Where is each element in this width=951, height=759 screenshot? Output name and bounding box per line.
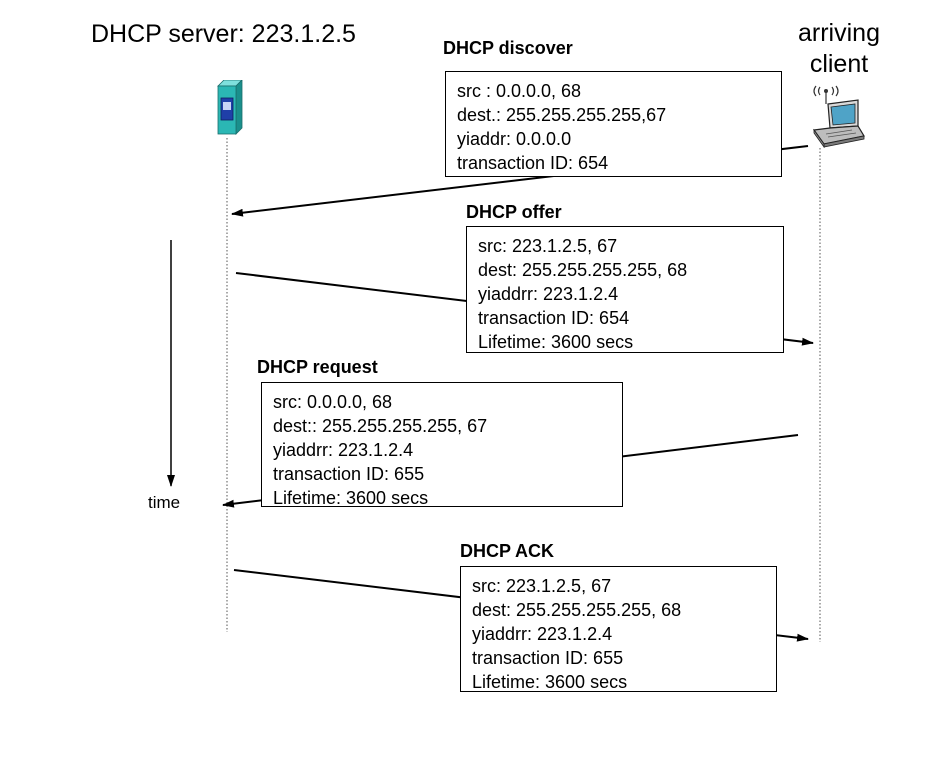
offer-dest: dest: 255.255.255.255, 68 bbox=[478, 260, 688, 280]
request-yiaddr: yiaddrr: 223.1.2.4 bbox=[273, 440, 414, 460]
offer-box: src: 223.1.2.5, 67 dest: 255.255.255.255… bbox=[466, 226, 784, 353]
offer-yiaddr: yiaddrr: 223.1.2.4 bbox=[478, 284, 619, 304]
request-title: DHCP request bbox=[257, 357, 378, 377]
request-src: src: 0.0.0.0, 68 bbox=[273, 392, 393, 412]
laptop-icon bbox=[812, 85, 865, 148]
offer-transaction-id: transaction ID: 654 bbox=[478, 308, 630, 328]
client-label: arriving client bbox=[784, 18, 894, 80]
discover-box: src : 0.0.0.0, 68 dest.: 255.255.255.255… bbox=[445, 71, 782, 177]
offer-lifetime: Lifetime: 3600 secs bbox=[478, 332, 634, 352]
request-box: src: 0.0.0.0, 68 dest:: 255.255.255.255,… bbox=[261, 382, 623, 508]
ack-title: DHCP ACK bbox=[460, 541, 555, 561]
request-lifetime: Lifetime: 3600 secs bbox=[273, 488, 429, 508]
discover-dest: dest.: 255.255.255.255,67 bbox=[457, 105, 667, 125]
discover-transaction-id: transaction ID: 654 bbox=[457, 153, 609, 173]
client-label-line2: client bbox=[809, 50, 869, 78]
ack-src: src: 223.1.2.5, 67 bbox=[472, 576, 612, 596]
ack-box: src: 223.1.2.5, 67 dest: 255.255.255.255… bbox=[460, 566, 777, 692]
ack-yiaddr: yiaddrr: 223.1.2.4 bbox=[472, 624, 613, 644]
ack-dest: dest: 255.255.255.255, 68 bbox=[472, 600, 682, 620]
time-label: time bbox=[148, 493, 181, 512]
offer-title: DHCP offer bbox=[466, 202, 562, 222]
offer-src: src: 223.1.2.5, 67 bbox=[478, 236, 618, 256]
request-transaction-id: transaction ID: 655 bbox=[273, 464, 425, 484]
server-title: DHCP server: 223.1.2.5 bbox=[91, 20, 356, 48]
discover-src: src : 0.0.0.0, 68 bbox=[457, 81, 582, 101]
request-dest: dest:: 255.255.255.255, 67 bbox=[273, 416, 488, 436]
discover-title: DHCP discover bbox=[443, 38, 573, 58]
server-icon bbox=[217, 80, 243, 135]
discover-yiaddr: yiaddr: 0.0.0.0 bbox=[457, 129, 572, 149]
ack-transaction-id: transaction ID: 655 bbox=[472, 648, 624, 668]
ack-lifetime: Lifetime: 3600 secs bbox=[472, 672, 628, 692]
client-label-line1: arriving bbox=[798, 19, 880, 47]
